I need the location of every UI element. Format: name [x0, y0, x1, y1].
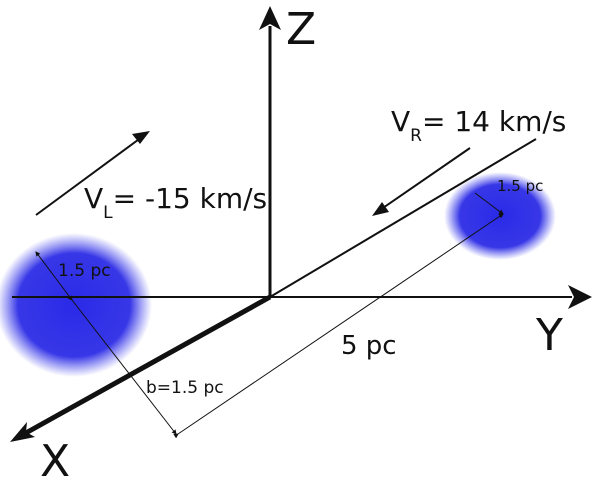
- right-velocity-arrowhead: [372, 202, 389, 216]
- right-radius-arrow: [474, 192, 504, 215]
- right-radius-label: 1.5 pc: [497, 177, 543, 195]
- z-axis-arrowhead: [259, 6, 281, 30]
- y-axis-label: Y: [535, 310, 563, 361]
- x-axis-label: X: [40, 436, 70, 487]
- left-velocity-arrow: [35, 133, 147, 216]
- right-velocity-arrow: [379, 147, 471, 211]
- separation-arrow: [173, 213, 504, 439]
- separation-label: 5 pc: [341, 331, 397, 361]
- left-radius-arrow: [35, 251, 73, 301]
- right-velocity-label: VR= 14 km/s: [391, 105, 566, 146]
- x-axis-arrowhead: [10, 422, 35, 442]
- z-axis-label: Z: [286, 4, 316, 55]
- left-radius-label: 1.5 pc: [58, 261, 111, 281]
- svg-text:VL= -15 km/s: VL= -15 km/s: [84, 182, 267, 223]
- svg-text:VR= 14 km/s: VR= 14 km/s: [391, 105, 566, 146]
- left-velocity-arrowhead: [132, 131, 150, 144]
- impact-parameter-arrow: [67, 295, 177, 435]
- y-axis-arrowhead: [568, 285, 592, 309]
- impact-parameter-label: b=1.5 pc: [146, 378, 224, 398]
- left-velocity-label: VL= -15 km/s: [84, 182, 267, 223]
